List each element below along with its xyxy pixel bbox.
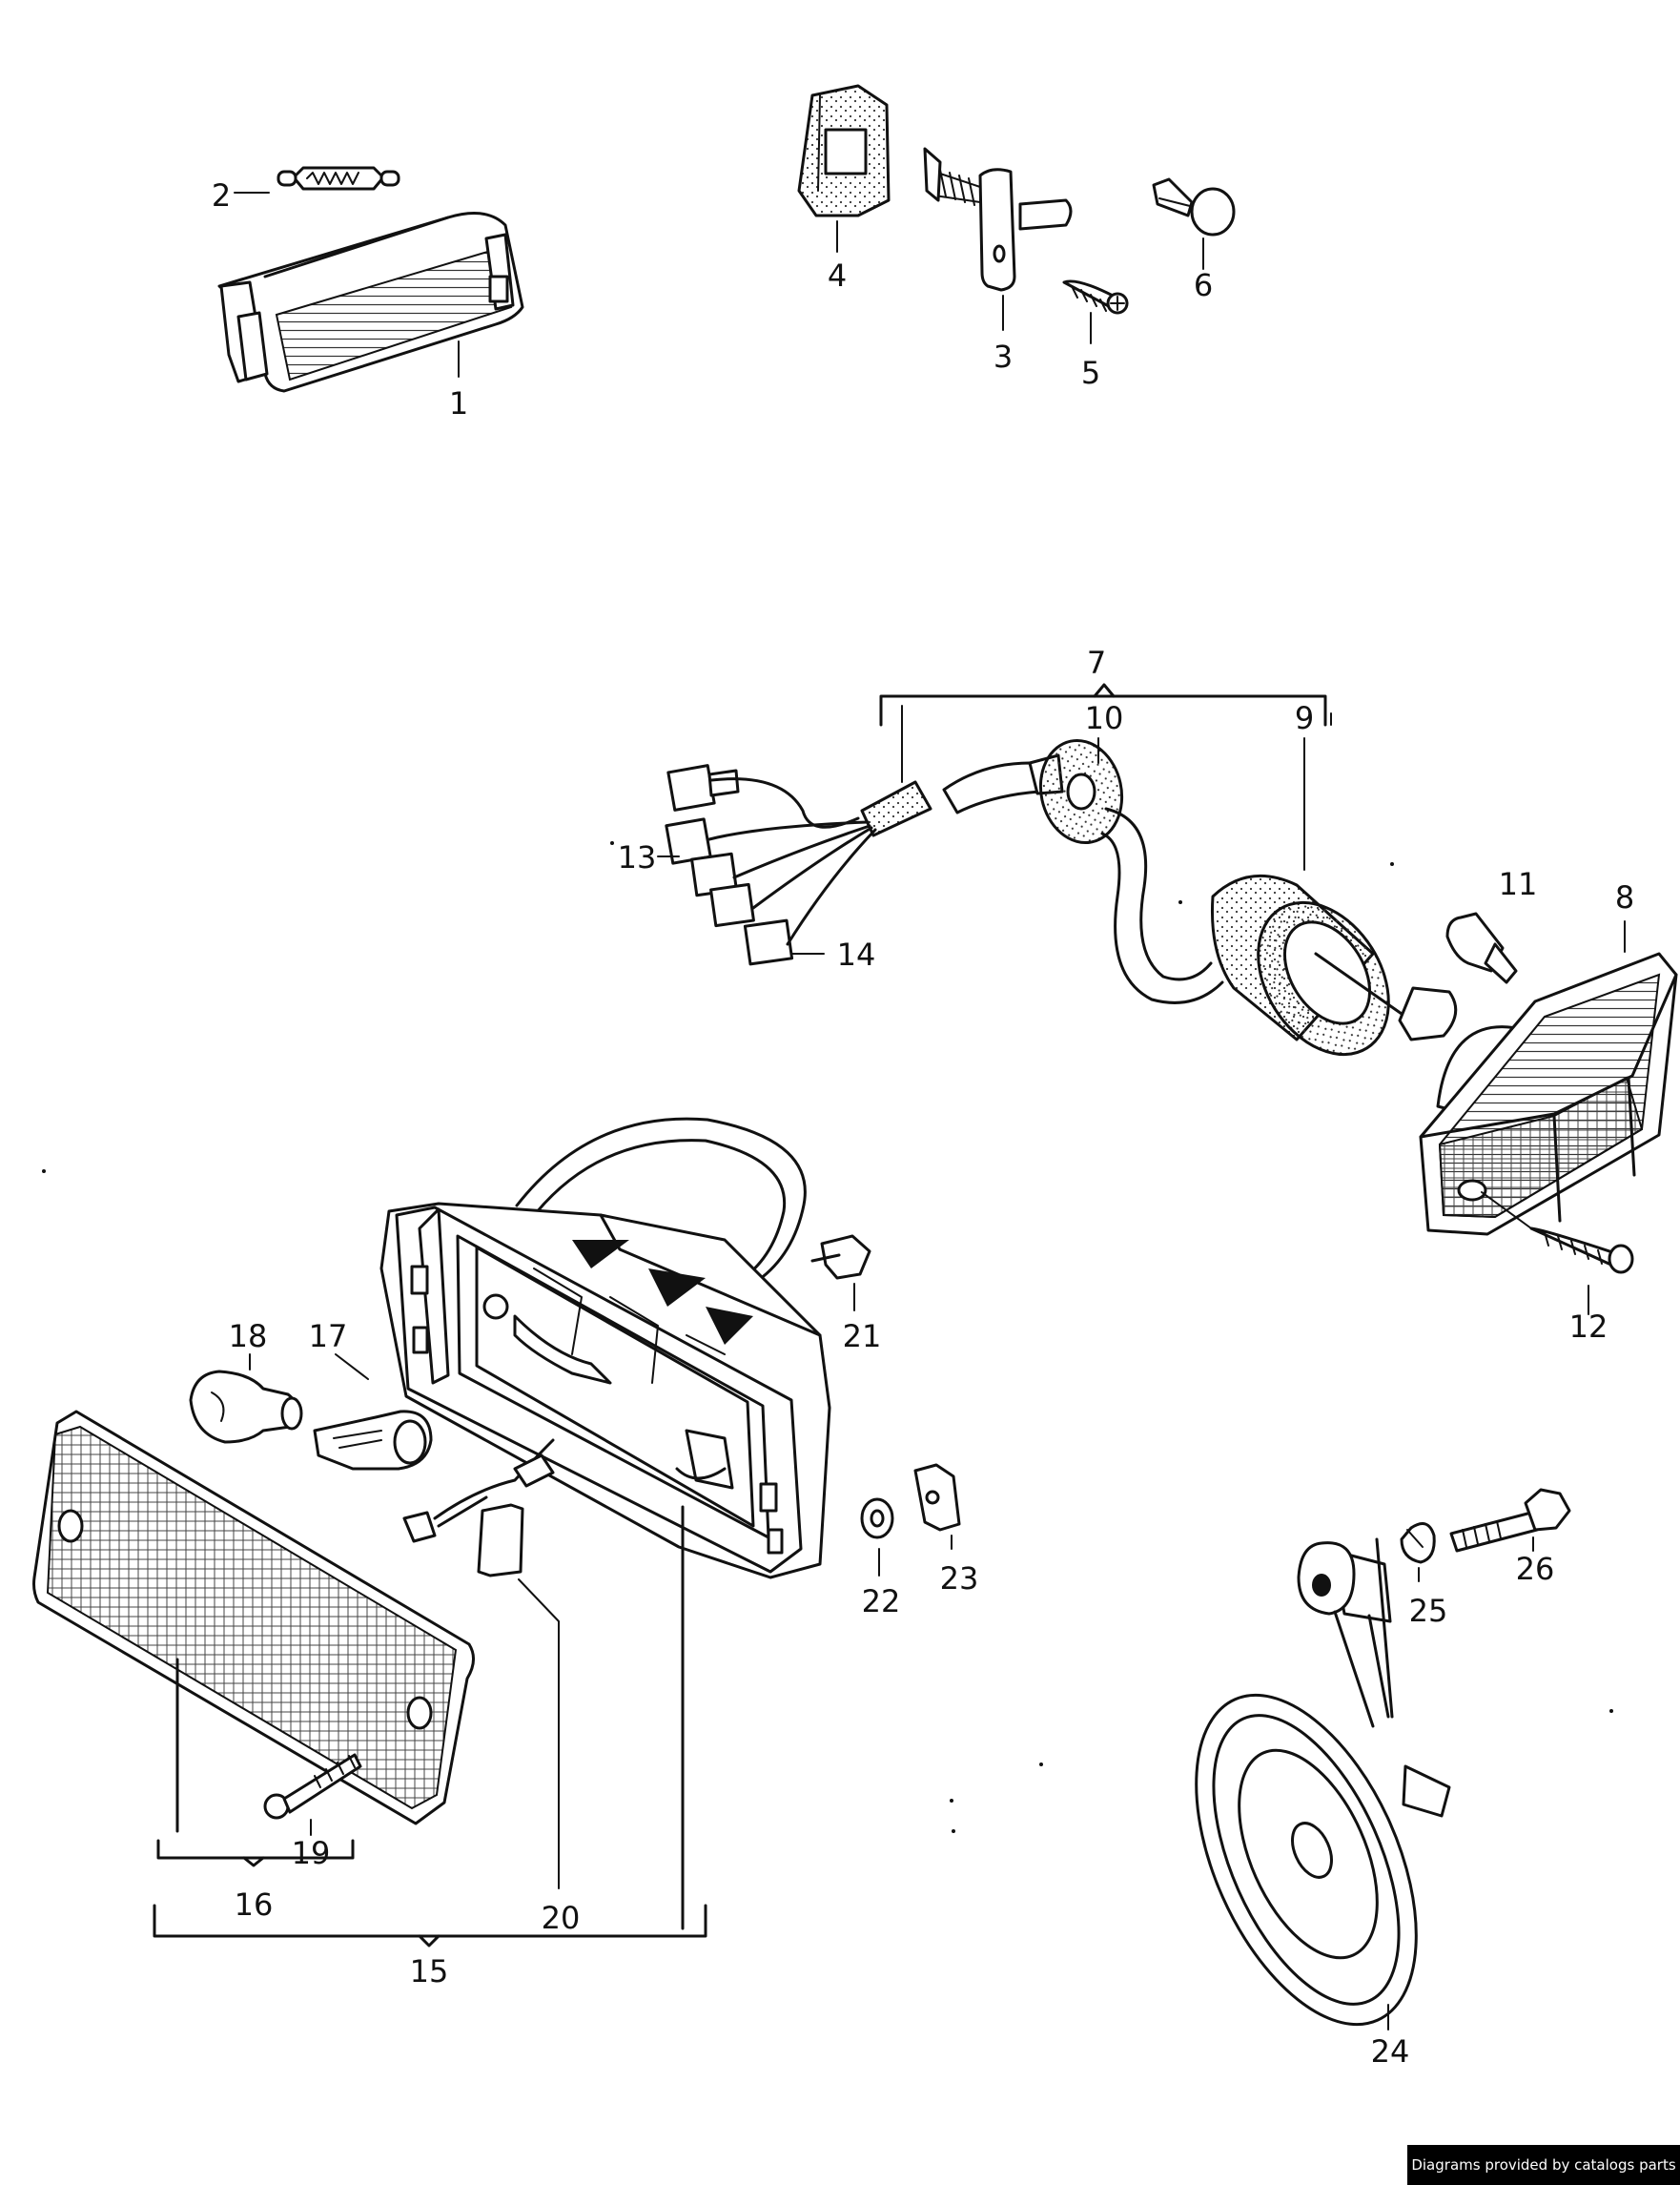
horn xyxy=(1195,1537,1451,2027)
callout-20: 20 xyxy=(518,1578,581,1936)
tapping-screw-5 xyxy=(1062,279,1129,315)
callout-3: 3 xyxy=(994,295,1013,375)
diagram-credit: Diagrams provided by catalogs parts xyxy=(1407,2145,1680,2185)
lens-screw-19 xyxy=(263,1753,362,1820)
svg-text:26: 26 xyxy=(1516,1551,1555,1587)
svg-text:17: 17 xyxy=(309,1318,348,1354)
callout-15-bracket: 15 xyxy=(153,1505,707,1989)
svg-text:21: 21 xyxy=(843,1318,882,1354)
svg-text:20: 20 xyxy=(542,1900,581,1936)
callout-10: 10 xyxy=(1085,700,1124,764)
washer xyxy=(860,1497,894,1539)
svg-text:3: 3 xyxy=(994,339,1013,375)
callout-18: 18 xyxy=(229,1318,268,1371)
callout-21-clip: 21 xyxy=(810,1234,882,1354)
svg-text:12: 12 xyxy=(1569,1309,1608,1345)
svg-text:13: 13 xyxy=(618,839,657,876)
callout-9: 9 xyxy=(1295,700,1314,871)
turn-signal-bulb xyxy=(189,1370,303,1444)
callout-5: 5 xyxy=(1081,312,1100,391)
turn-signal-lens xyxy=(32,1410,475,1825)
side-marker-lens xyxy=(1419,952,1678,1236)
callout-14: 14 xyxy=(790,937,876,973)
wiring-harness xyxy=(665,738,1458,1057)
callout-11: 11 xyxy=(1499,866,1538,902)
callout-4: 4 xyxy=(828,220,847,294)
svg-text:25: 25 xyxy=(1409,1593,1448,1629)
callout-2: 2 xyxy=(212,177,270,214)
bulb-holder xyxy=(313,1410,433,1471)
svg-text:4: 4 xyxy=(828,258,847,294)
festoon-bulb xyxy=(277,166,400,191)
svg-text:16: 16 xyxy=(235,1886,274,1923)
callout-13: 13 xyxy=(618,839,680,876)
callout-22: 22 xyxy=(862,1548,901,1619)
callout-19: 19 xyxy=(292,1819,331,1871)
svg-text:6: 6 xyxy=(1194,267,1213,303)
door-contact-switch xyxy=(923,147,1073,292)
svg-text:15: 15 xyxy=(410,1953,449,1989)
wiring-connector xyxy=(402,1438,555,1577)
callout-1: 1 xyxy=(449,340,468,422)
interior-lamp-housing xyxy=(217,212,524,393)
callout-6: 6 xyxy=(1194,237,1213,303)
svg-text:14: 14 xyxy=(837,937,876,973)
svg-text:2: 2 xyxy=(212,177,231,214)
hex-bolt xyxy=(1449,1488,1571,1553)
svg-text:1: 1 xyxy=(449,385,468,422)
svg-text:10: 10 xyxy=(1085,700,1124,736)
callout-23: 23 xyxy=(940,1535,979,1597)
svg-text:11: 11 xyxy=(1499,866,1538,902)
svg-text:9: 9 xyxy=(1295,700,1314,736)
rocker-switch xyxy=(797,84,891,217)
spring-nut xyxy=(913,1463,961,1532)
svg-text:7: 7 xyxy=(1087,645,1106,681)
svg-text:24: 24 xyxy=(1371,2033,1410,2070)
callout-24: 24 xyxy=(1371,2004,1410,2070)
scan-specks xyxy=(42,841,1613,1833)
turn-signal-housing xyxy=(379,1117,831,1579)
wedge-bulb xyxy=(1445,912,1518,984)
plastic-clip xyxy=(1152,177,1236,237)
spring-washer xyxy=(1400,1522,1436,1564)
callout-16-bracket: 16 xyxy=(156,1658,355,1923)
callout-26: 26 xyxy=(1516,1536,1555,1587)
svg-text:23: 23 xyxy=(940,1560,979,1597)
svg-text:19: 19 xyxy=(292,1835,331,1871)
callout-25: 25 xyxy=(1409,1567,1448,1629)
svg-text:8: 8 xyxy=(1615,879,1634,916)
callout-8: 8 xyxy=(1615,879,1634,953)
callout-7-bracket: 7 xyxy=(879,645,1332,783)
svg-text:18: 18 xyxy=(229,1318,268,1354)
svg-text:22: 22 xyxy=(862,1583,901,1619)
callout-17: 17 xyxy=(309,1318,369,1380)
svg-text:5: 5 xyxy=(1081,355,1100,391)
lens-screw xyxy=(1481,1191,1634,1274)
callout-12: 12 xyxy=(1569,1285,1608,1345)
